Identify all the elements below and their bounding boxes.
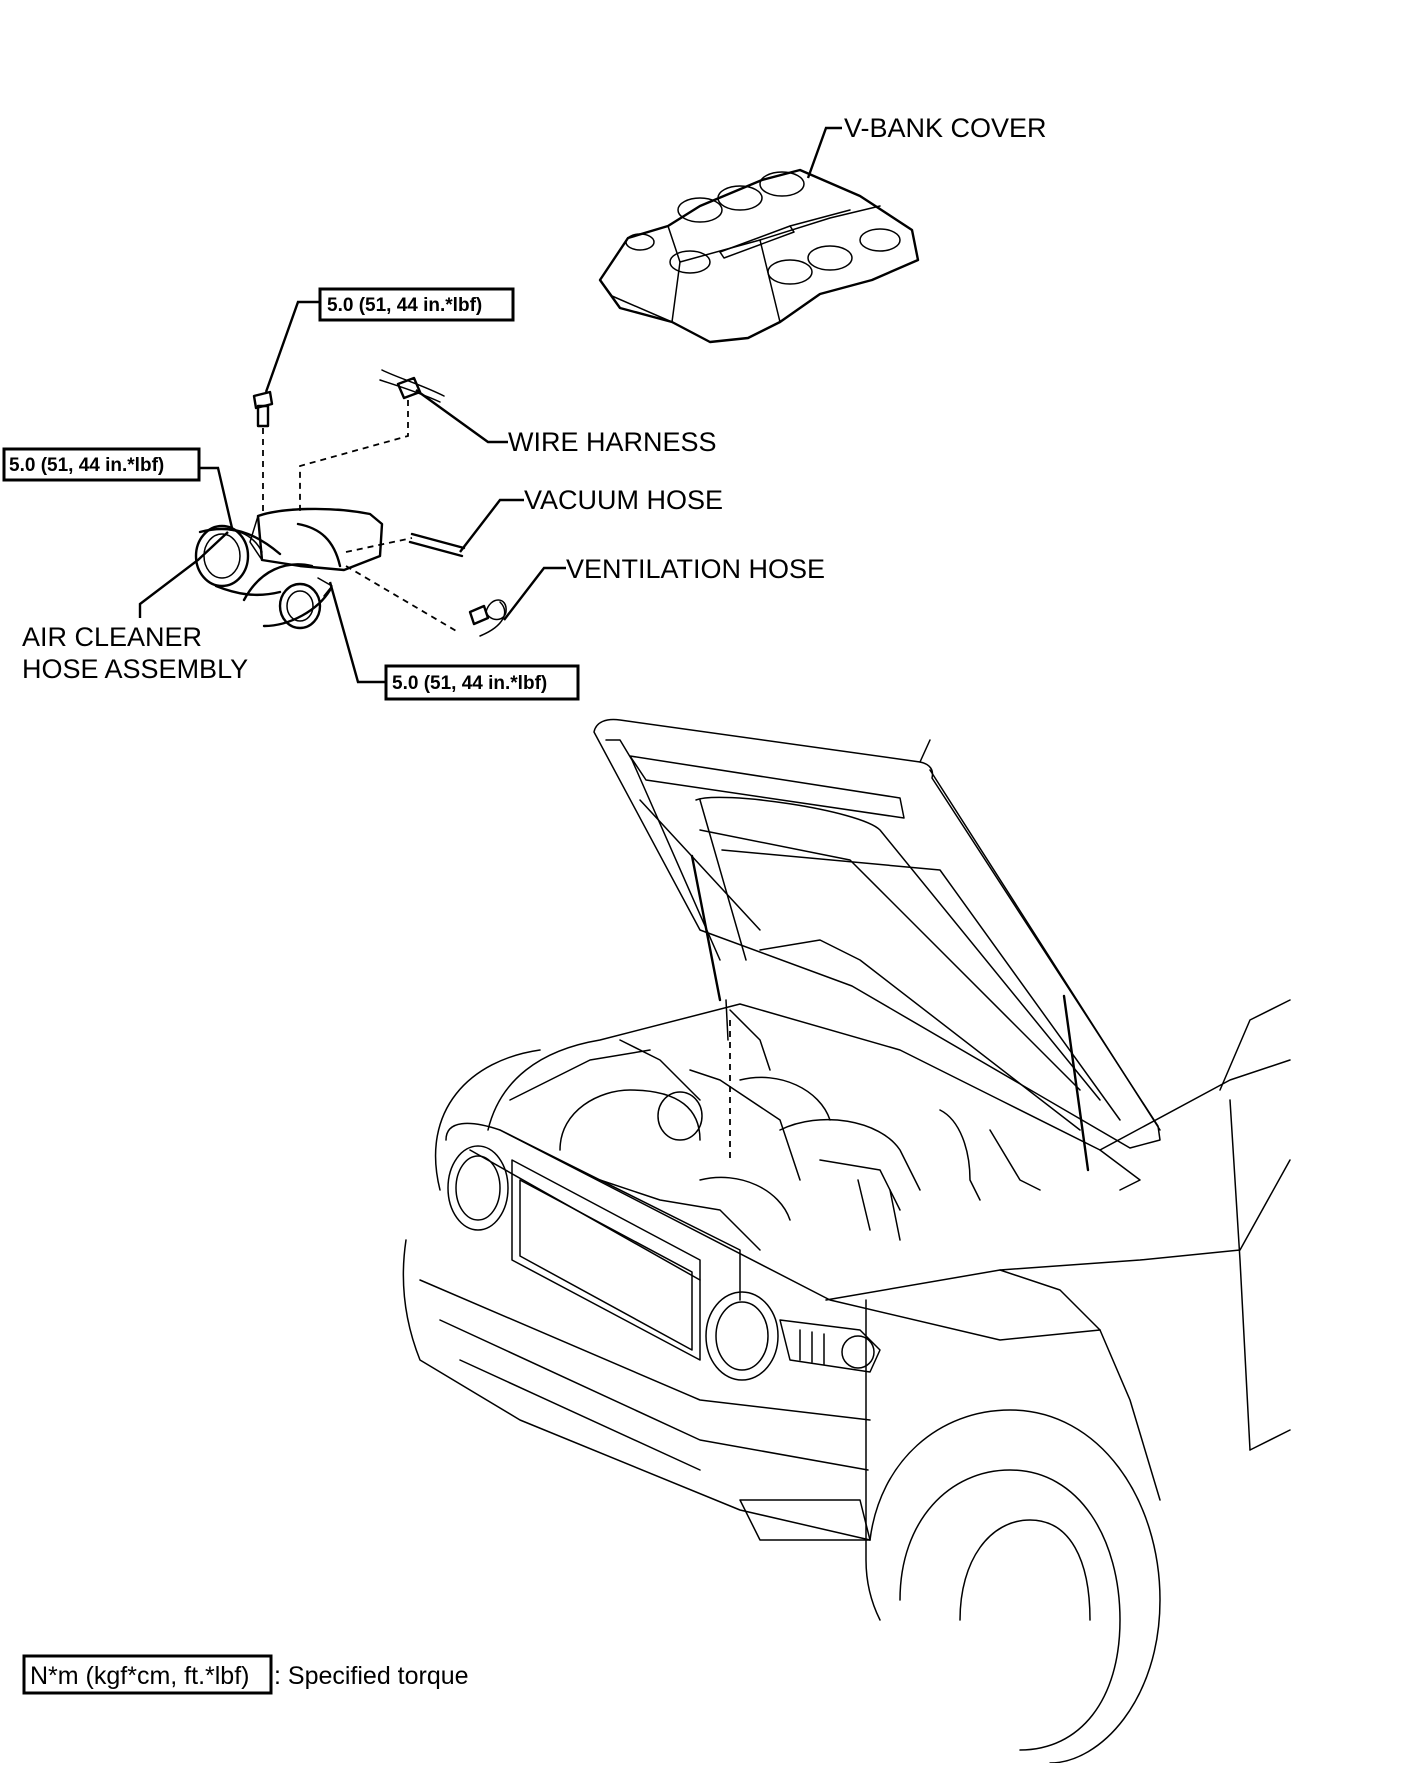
air-cleaner-label-line1: AIR CLEANER (22, 622, 202, 652)
vehicle-drawing (402, 718, 1291, 1764)
wire-harness-leader (415, 389, 508, 444)
bolt-drawing (252, 390, 274, 428)
wire-harness-drawing (379, 369, 445, 403)
ventilation-hose-label: VENTILATION HOSE (566, 554, 825, 584)
wire-harness-dashed-guide (299, 400, 409, 512)
legend-unit-box (22, 1654, 273, 1695)
clamp-bottom-torque-leader (328, 581, 386, 684)
torque-value-bolt: 5.0 (51, 44 in.*lbf) (327, 295, 482, 316)
ventilation-hose-drawing (468, 599, 507, 637)
torque-box-bolt (318, 287, 515, 322)
torque-value-clamp-bottom: 5.0 (51, 44 in.*lbf) (392, 673, 547, 694)
wire-harness-label: WIRE HARNESS (508, 427, 717, 457)
vacuum-hose-drawing (408, 532, 466, 558)
torque-box-clamp-left (2, 447, 201, 482)
air-cleaner-leader (138, 531, 229, 618)
legend-unit-text: N*m (kgf*cm, ft.*lbf) (30, 1662, 249, 1690)
air-cleaner-label-line2: HOSE ASSEMBLY (22, 654, 248, 684)
clamp-left-torque-leader (200, 466, 234, 529)
torque-box-clamp-bottom (384, 664, 580, 701)
v-bank-cover-leader (806, 126, 842, 179)
vacuum-hose-leader (459, 498, 524, 553)
legend-description: : Specified torque (274, 1662, 469, 1690)
ventilation-hose-leader (503, 566, 566, 621)
v-bank-cover-drawing (598, 168, 920, 344)
vacuum-hose-label: VACUUM HOSE (524, 485, 723, 515)
bolt-torque-leader (264, 300, 320, 393)
air-cleaner-hose-drawing (194, 507, 384, 630)
v-bank-cover-label: V-BANK COVER (844, 113, 1047, 143)
vacuum-hose-dashed-guide (345, 537, 413, 553)
torque-value-clamp-left: 5.0 (51, 44 in.*lbf) (9, 455, 164, 476)
ventilation-hose-dashed-guide (345, 565, 459, 633)
